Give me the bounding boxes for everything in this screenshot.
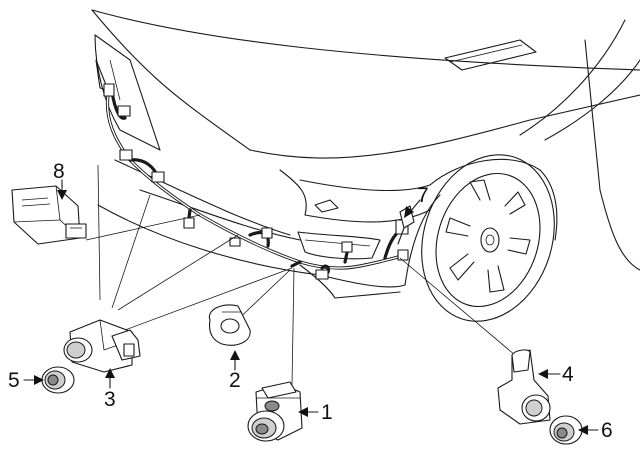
- callout-3: 3: [104, 388, 116, 411]
- sensor-bracket: [63, 319, 141, 373]
- callout-4: 4: [562, 363, 574, 386]
- wheel: [421, 154, 555, 322]
- sensor-grommet-right: [549, 415, 583, 445]
- leader-lines: [85, 164, 516, 386]
- callout-2: 2: [229, 369, 241, 392]
- vehicle-outline: [91, 9, 640, 299]
- callout-8: 8: [53, 160, 65, 183]
- callout-1: 1: [321, 401, 333, 424]
- callout-5: 5: [8, 369, 20, 392]
- callout-arrows: [23, 179, 599, 435]
- sensor-grommet-small: [41, 366, 75, 394]
- sensor-clip: [208, 304, 251, 346]
- wiring-harness: [103, 83, 409, 280]
- parking-sensor: [247, 381, 303, 442]
- parking-sensor-side: [497, 349, 551, 425]
- callout-6: 6: [601, 419, 613, 442]
- parking-aid-module: [11, 185, 87, 245]
- callout-7: 7: [417, 184, 429, 207]
